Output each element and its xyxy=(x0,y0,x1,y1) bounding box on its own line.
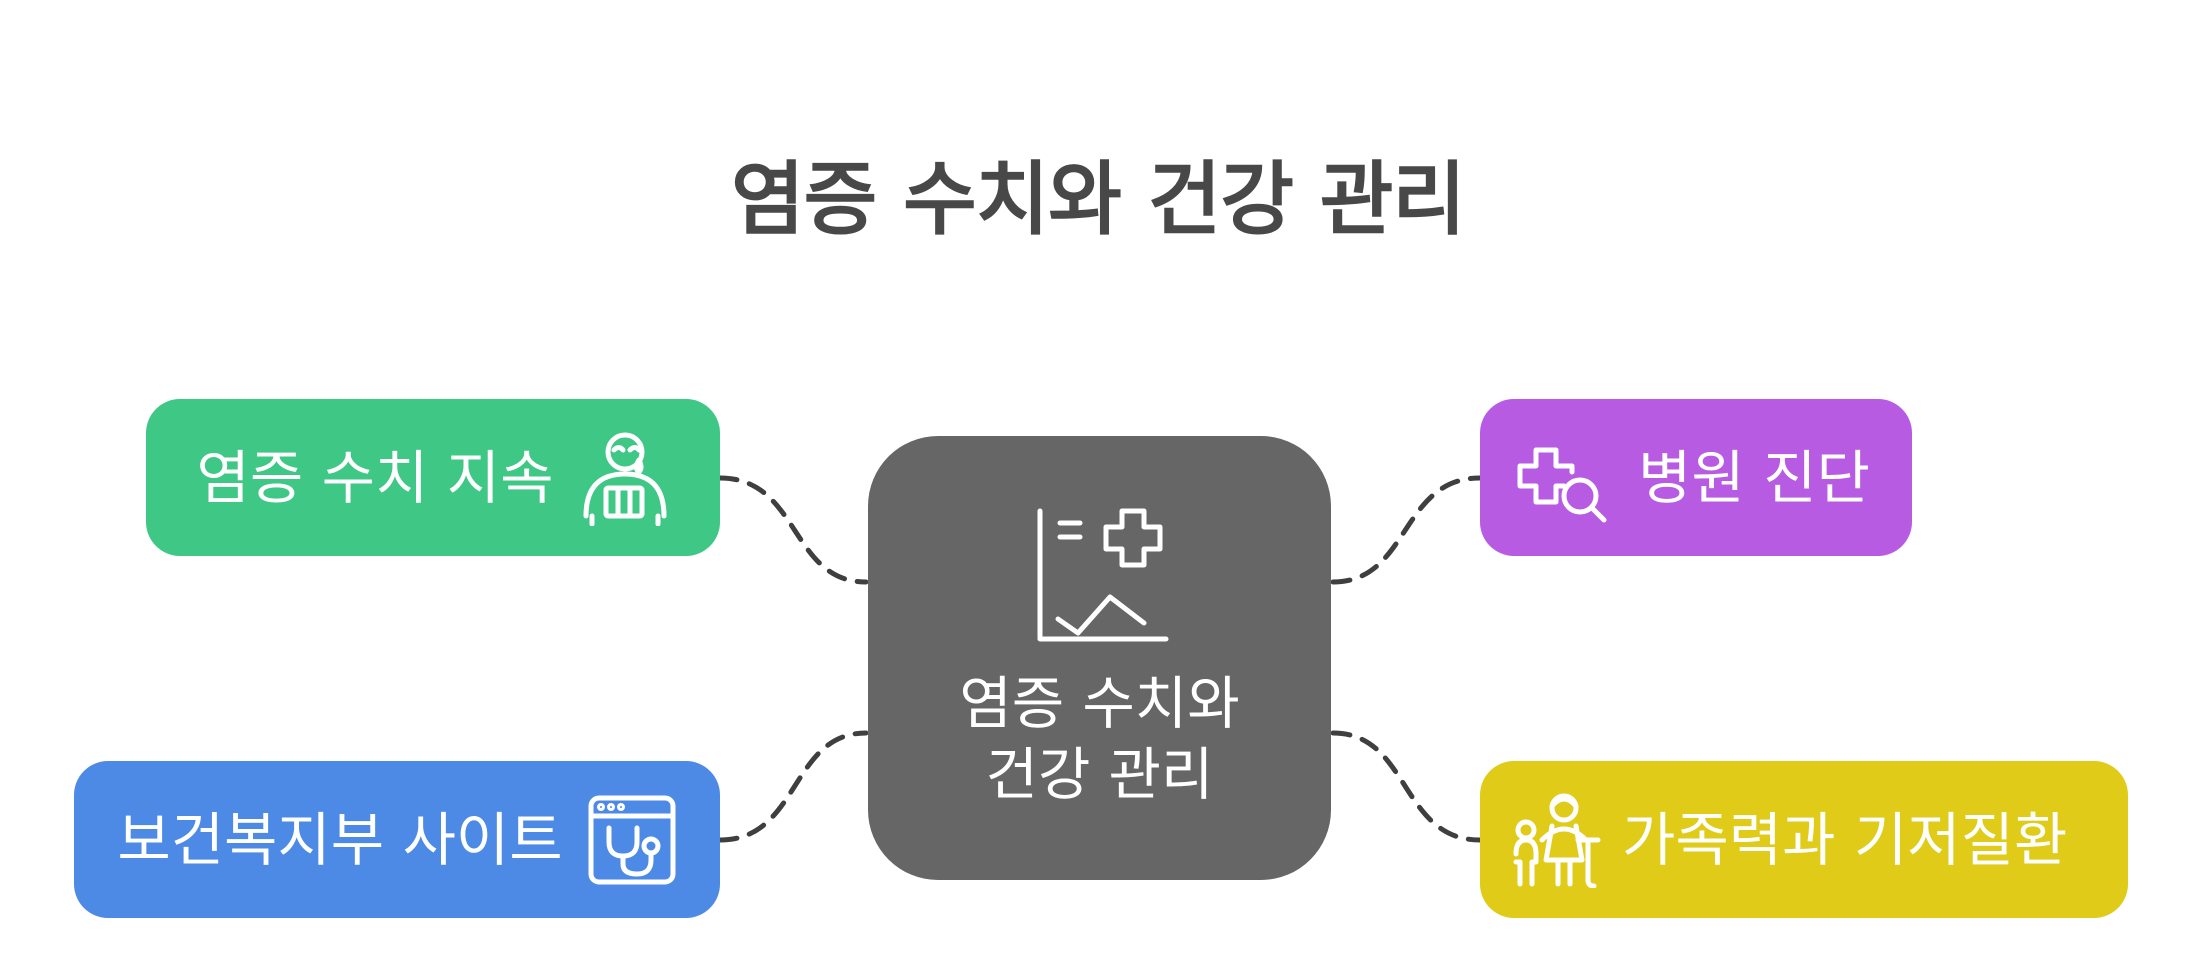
stethoscope-browser-icon xyxy=(587,794,677,886)
node-label: 보건복지부 사이트 xyxy=(117,805,563,874)
connector-right-bottom xyxy=(1330,730,1483,843)
center-node: 염증 수치와 건강 관리 xyxy=(868,436,1331,880)
connector-left-bottom xyxy=(717,730,869,843)
center-label-line2: 건강 관리 xyxy=(985,742,1214,808)
medical-search-icon xyxy=(1516,432,1608,524)
connector-right-top xyxy=(1330,475,1483,585)
center-label-line1: 염증 수치와 xyxy=(959,670,1240,737)
center-label: 염증 수치와 건강 관리 xyxy=(959,669,1239,812)
connector-left-top xyxy=(717,475,869,585)
node-label: 병원 진단 xyxy=(1638,443,1870,512)
node-family-history: 가족력과 기저질환 xyxy=(1480,761,2128,918)
node-label: 염증 수치 지속 xyxy=(196,443,554,512)
node-hospital-diagnosis: 병원 진단 xyxy=(1480,399,1912,556)
health-chart-icon xyxy=(1030,505,1170,645)
sick-person-icon xyxy=(580,430,670,526)
node-label: 가족력과 기저질환 xyxy=(1622,805,2068,874)
diagram-title: 염증 수치와 건강 관리 xyxy=(731,153,1466,246)
node-inflammation-persistent: 염증 수치 지속 xyxy=(146,399,720,556)
family-icon xyxy=(1508,792,1604,888)
node-health-ministry-site: 보건복지부 사이트 xyxy=(74,761,720,918)
